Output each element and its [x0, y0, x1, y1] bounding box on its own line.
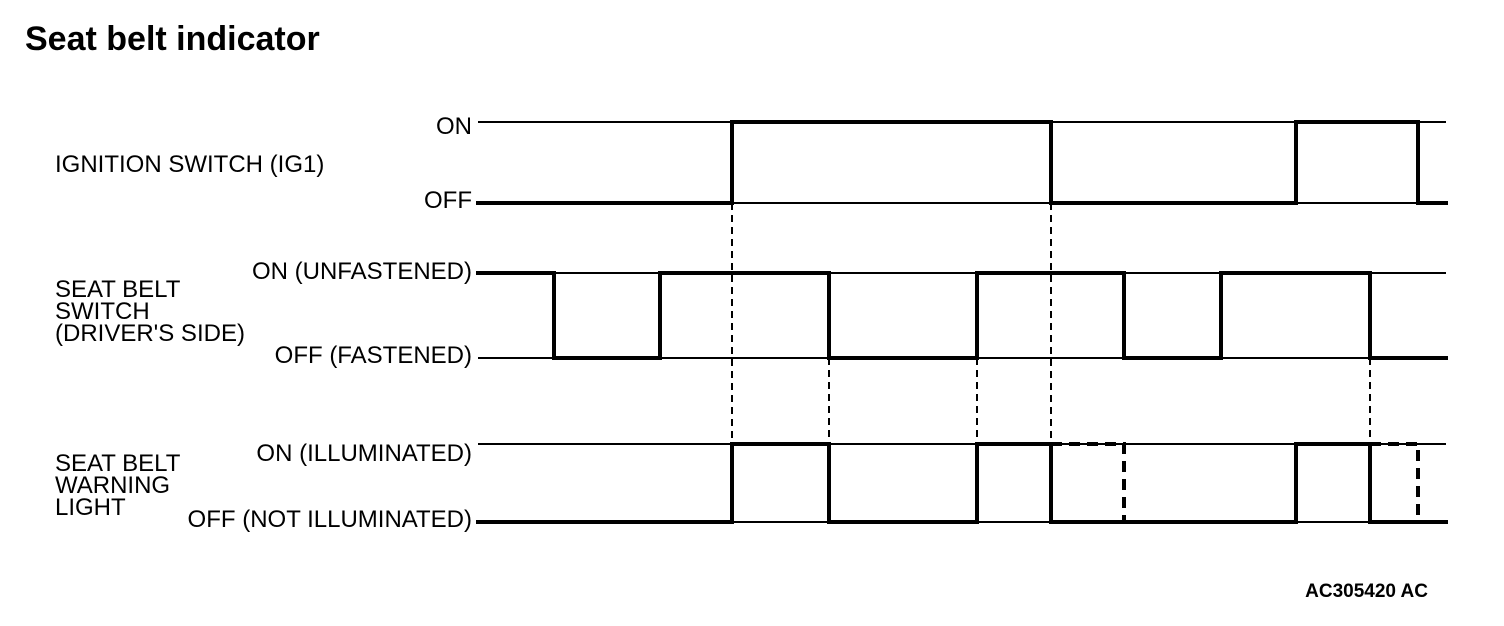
seat-belt-warning-light-dashed-extension-1: [1370, 442, 1420, 522]
seat-belt-warning-light-dashed-extension-0: [1051, 442, 1126, 522]
seat-belt-warning-light-waveform: [476, 442, 1448, 524]
figure-code: AC305420 AC: [1305, 581, 1428, 602]
seat-belt-warning-light-label-line-1: WARNING: [55, 472, 170, 499]
seat-belt-switch-label-line-0: SEAT BELT: [55, 276, 181, 303]
seat-belt-warning-light-label-line-0: SEAT BELT: [55, 450, 181, 477]
figure-title: Seat belt indicator: [25, 20, 320, 58]
seat-belt-warning-light-high-level-label: ON (ILLUMINATED): [256, 440, 472, 467]
seat-belt-warning-light-label-line-2: LIGHT: [55, 494, 126, 521]
seat-belt-switch-high-level-label: ON (UNFASTENED): [252, 258, 472, 285]
ignition-switch-label-line-0: IGNITION SWITCH (IG1): [55, 151, 324, 178]
seat-belt-switch-label-line-2: (DRIVER'S SIDE): [55, 320, 245, 347]
seat-belt-switch-label-line-1: SWITCH: [55, 298, 150, 325]
ignition-switch-low-level-label: OFF: [424, 187, 472, 214]
ignition-switch-high-level-label: ON: [436, 113, 472, 140]
seat-belt-switch-waveform: [476, 271, 1448, 360]
seat-belt-switch-low-level-label: OFF (FASTENED): [275, 342, 472, 369]
ignition-switch-waveform: [476, 120, 1448, 205]
seat-belt-warning-light-low-level-label: OFF (NOT ILLUMINATED): [188, 506, 472, 533]
